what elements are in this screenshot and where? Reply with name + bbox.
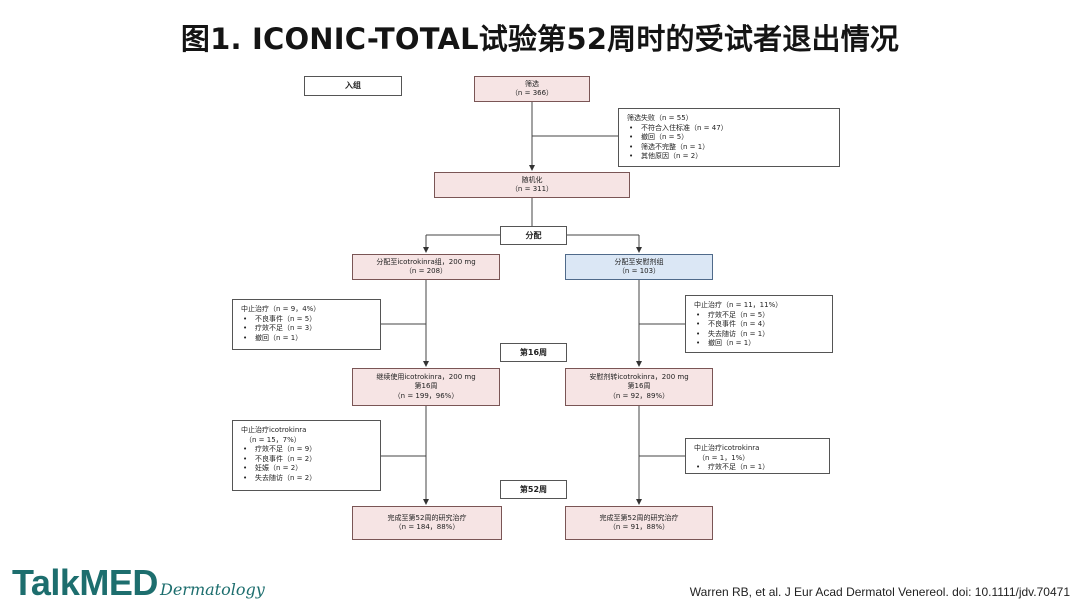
list-item: 疗效不足（n = 9） <box>243 445 372 455</box>
list-item: 不符合入住标准（n = 47） <box>629 124 831 134</box>
discontinue-title: 中止治疗（n = 9，4%） <box>241 305 321 313</box>
placebo-complete-box: 完成至第52周的研究治疗 （n = 91，88%） <box>565 506 713 540</box>
icotrokinra-discontinue-wk16-box: 中止治疗（n = 9，4%） 不良事件（n = 5） 疗效不足（n = 3） 撤… <box>232 299 381 350</box>
placebo-discontinue-wk16-box: 中止治疗（n = 11，11%） 疗效不足（n = 5） 不良事件（n = 4）… <box>685 295 833 353</box>
continue-line1: 继续使用icotrokinra，200 mg <box>376 372 476 381</box>
list-item: 筛选不完整（n = 1） <box>629 143 831 153</box>
complete-line1: 完成至第52周的研究治疗 <box>387 513 467 522</box>
icotrokinra-complete-box: 完成至第52周的研究治疗 （n = 184，88%） <box>352 506 502 540</box>
switch-line2: 第16周 <box>627 382 651 391</box>
placebo-discontinue-wk52-box: 中止治疗icotrokinra （n = 1，1%） 疗效不足（n = 1） <box>685 438 830 474</box>
icotrokinra-arm-title: 分配至icotrokinra组，200 mg <box>376 257 476 266</box>
list-item: 撤回（n = 1） <box>696 339 824 349</box>
enrollment-label: 入组 <box>304 76 402 96</box>
list-item: 其他原因（n = 2） <box>629 152 831 162</box>
list-item: 妊娠（n = 2） <box>243 464 372 474</box>
icotrokinra-discontinue-wk52-box: 中止治疗icotrokinra （n = 15，7%） 疗效不足（n = 9） … <box>232 420 381 491</box>
switch-line1: 安慰剂转icotrokinra，200 mg <box>589 372 689 381</box>
discontinue-title: 中止治疗icotrokinra <box>241 426 307 434</box>
discontinue-title: 中止治疗（n = 11，11%） <box>694 301 783 309</box>
icotrokinra-arm-n: （n = 208） <box>404 267 448 275</box>
screen-fail-title: 筛选失败（n = 55） <box>627 114 693 122</box>
list-item: 撤回（n = 5） <box>629 133 831 143</box>
switch-line3: （n = 92，89%） <box>608 391 670 400</box>
randomization-box: 随机化 （n = 311） <box>434 172 630 198</box>
complete-line2: （n = 91，88%） <box>608 523 670 531</box>
continue-line3: （n = 199，96%） <box>393 391 459 400</box>
screening-n: （n = 366） <box>510 89 554 97</box>
talkmed-logo: TalkMED <box>12 562 158 603</box>
placebo-arm-title: 分配至安慰剂组 <box>614 257 664 266</box>
list-item: 不良事件（n = 2） <box>243 455 372 465</box>
randomization-n: （n = 311） <box>510 185 554 193</box>
placebo-arm-box: 分配至安慰剂组 （n = 103） <box>565 254 713 280</box>
week16-label: 第16周 <box>500 343 567 362</box>
complete-line2: （n = 184，88%） <box>394 523 460 531</box>
screening-title: 筛选 <box>525 79 539 88</box>
icotrokinra-arm-box: 分配至icotrokinra组，200 mg （n = 208） <box>352 254 500 280</box>
screen-fail-box: 筛选失败（n = 55） 不符合入住标准（n = 47） 撤回（n = 5） 筛… <box>618 108 840 167</box>
figure-title: 图1. ICONIC-TOTAL试验第52周时的受试者退出情况 <box>180 22 900 56</box>
list-item: 失去随访（n = 1） <box>696 330 824 340</box>
screening-box: 筛选 （n = 366） <box>474 76 590 102</box>
list-item: 不良事件（n = 4） <box>696 320 824 330</box>
allocation-label: 分配 <box>500 226 567 245</box>
placebo-arm-n: （n = 103） <box>617 267 661 275</box>
discontinue-title: 中止治疗icotrokinra <box>694 444 760 452</box>
continue-line2: 第16周 <box>414 382 438 391</box>
placebo-switch-box: 安慰剂转icotrokinra，200 mg 第16周 （n = 92，89%） <box>565 368 713 406</box>
complete-line1: 完成至第52周的研究治疗 <box>599 513 679 522</box>
discontinue-sub: （n = 1，1%） <box>698 453 750 462</box>
logo-subtitle: Dermatology <box>160 580 265 599</box>
discontinue-sub: （n = 15，7%） <box>245 435 301 444</box>
list-item: 疗效不足（n = 3） <box>243 324 372 334</box>
list-item: 不良事件（n = 5） <box>243 315 372 325</box>
list-item: 疗效不足（n = 5） <box>696 311 824 321</box>
list-item: 失去随访（n = 2） <box>243 474 372 484</box>
randomization-title: 随机化 <box>521 175 543 184</box>
list-item: 撤回（n = 1） <box>243 334 372 344</box>
citation-text: Warren RB, et al. J Eur Acad Dermatol Ve… <box>689 585 1070 599</box>
list-item: 疗效不足（n = 1） <box>696 463 821 473</box>
icotrokinra-continue-box: 继续使用icotrokinra，200 mg 第16周 （n = 199，96%… <box>352 368 500 406</box>
week52-label: 第52周 <box>500 480 567 499</box>
